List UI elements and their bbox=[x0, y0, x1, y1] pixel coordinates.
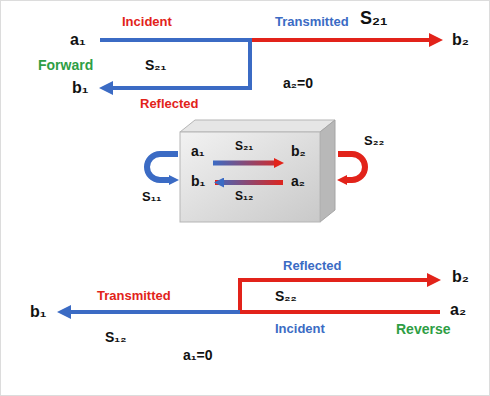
wave-label: S₁₂ bbox=[105, 330, 126, 345]
wave-label: S₂₁ bbox=[360, 9, 387, 29]
wave-label: Transmitted bbox=[97, 289, 171, 303]
wave-label: S₂₂ bbox=[275, 289, 297, 304]
wave-label: Reflected bbox=[283, 259, 342, 273]
wave-label: b₁ bbox=[72, 79, 88, 97]
wave-label: a₁ bbox=[70, 31, 86, 49]
reverse-arrow bbox=[223, 180, 283, 185]
wave-label: a₂=0 bbox=[283, 76, 313, 91]
wave-label: Incident bbox=[122, 15, 172, 29]
wave-label: b₁ bbox=[30, 303, 46, 321]
wave-label: S₂₁ bbox=[145, 58, 166, 73]
wave-label: Forward bbox=[38, 58, 93, 73]
port-label: b₁ bbox=[191, 174, 205, 189]
box-top bbox=[180, 120, 335, 132]
two-port-box: a₁ S₂₁ b₂ b₁ a₂ S₁₂ bbox=[135, 118, 375, 224]
wave-label: Reflected bbox=[140, 97, 199, 111]
port-label: a₂ bbox=[291, 174, 305, 189]
box-front bbox=[180, 132, 320, 222]
wave-label: S₁₁ bbox=[142, 190, 161, 204]
port-label: S₂₁ bbox=[235, 140, 253, 153]
wave-label: a₁=0 bbox=[183, 348, 213, 363]
wave-label: Transmitted bbox=[275, 15, 349, 29]
box-side bbox=[320, 120, 335, 222]
wave-label: Incident bbox=[275, 322, 325, 336]
wave-label: b₂ bbox=[452, 31, 469, 49]
forward-arrow bbox=[213, 161, 275, 166]
reverse-arrow-tail bbox=[215, 180, 283, 185]
wave-label: Reverse bbox=[396, 322, 451, 337]
wave-label: b₂ bbox=[452, 268, 469, 286]
port-label: b₂ bbox=[291, 144, 306, 159]
port-label: a₁ bbox=[191, 144, 205, 159]
box-shape bbox=[135, 118, 375, 224]
wave-label: S₂₂ bbox=[364, 134, 384, 148]
wave-label: a₂ bbox=[450, 301, 466, 319]
port-label: S₁₂ bbox=[235, 190, 253, 203]
